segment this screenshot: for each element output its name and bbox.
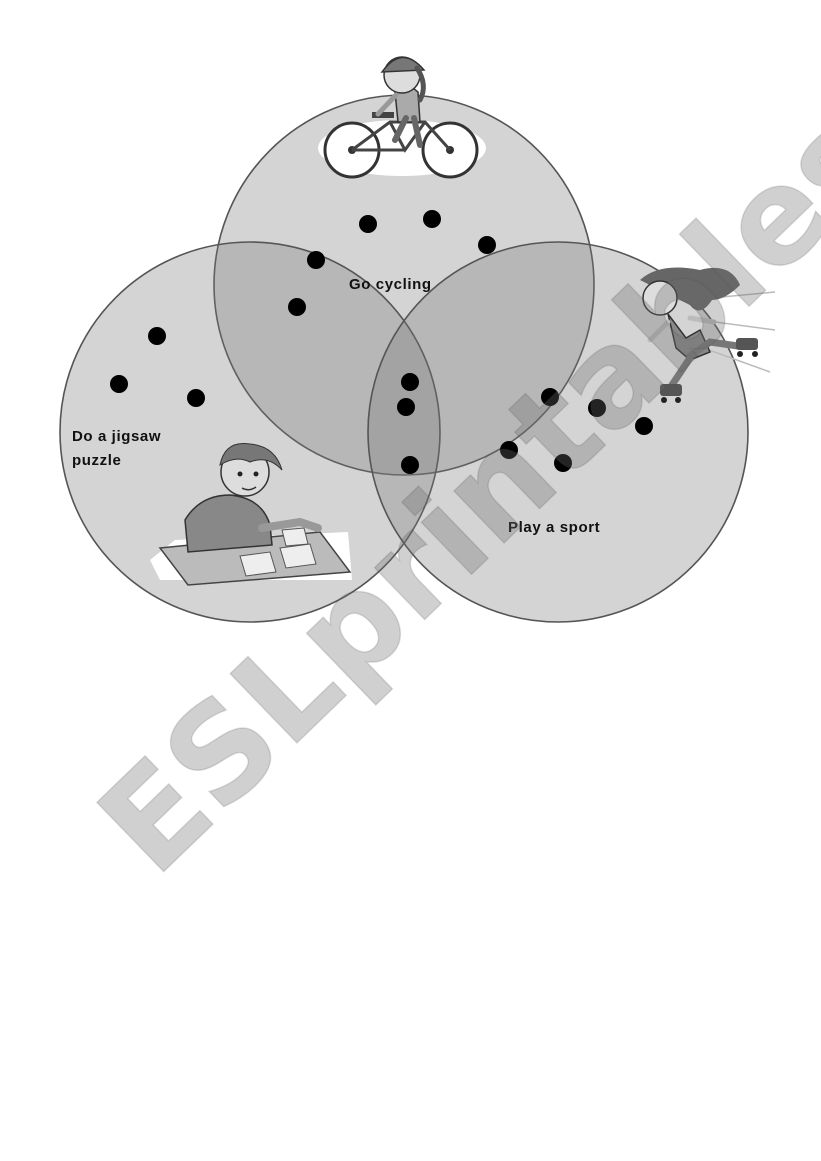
dot-all-three-1 — [401, 373, 419, 391]
dot-sport-2 — [588, 399, 606, 417]
label-jigsaw-line2: puzzle — [72, 452, 121, 469]
dot-sport-3 — [635, 417, 653, 435]
dot-cycling-1 — [359, 215, 377, 233]
dot-sport-4 — [500, 441, 518, 459]
dot-jigsaw-1 — [148, 327, 166, 345]
jigsaw-boy-icon — [150, 442, 352, 586]
dot-sport-1 — [541, 388, 559, 406]
dot-sport-5 — [554, 454, 572, 472]
dot-jigsaw-sport — [401, 456, 419, 474]
dot-jigsaw-2 — [110, 375, 128, 393]
cyclist-icon — [318, 56, 486, 179]
label-play-sport: Play a sport — [508, 519, 600, 536]
dot-all-three-2 — [397, 398, 415, 416]
label-jigsaw-line1: Do a jigsaw — [72, 428, 161, 445]
dot-jigsaw-3 — [187, 389, 205, 407]
dot-cycling-2 — [423, 210, 441, 228]
label-go-cycling: Go cycling — [349, 276, 432, 293]
venn-circles — [59, 94, 749, 623]
dot-cycling-jigsaw — [288, 298, 306, 316]
roller-skater-icon — [640, 267, 776, 403]
dot-cycling-3 — [478, 236, 496, 254]
dot-cycling-4 — [307, 251, 325, 269]
venn-dots — [110, 210, 653, 474]
